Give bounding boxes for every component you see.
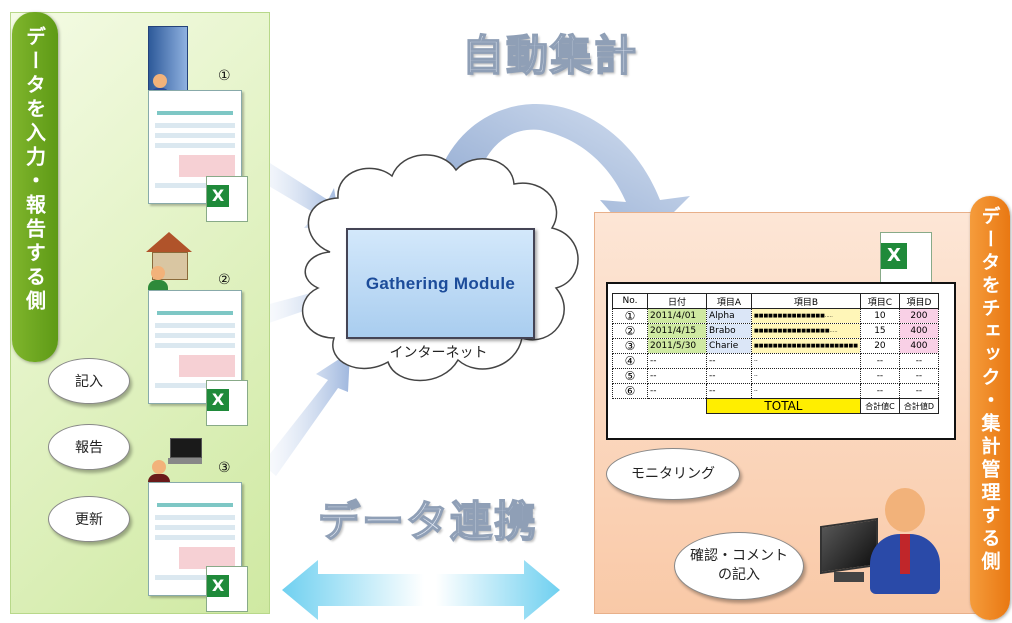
cell-no: ③ xyxy=(612,338,648,354)
confirm-comment-bubble: 確認・コメント の記入 xyxy=(674,532,804,600)
sum-c: 合計値C xyxy=(859,398,900,414)
data-link-title: データ連携 xyxy=(317,496,539,547)
action-update: 更新 xyxy=(48,496,130,542)
table-row: ④---------- xyxy=(612,353,939,369)
cell-date: 2011/4/15 xyxy=(647,323,707,339)
cell-b: ■■■■■■■■■■■■■■■■..... xyxy=(751,323,861,339)
cell-date: -- xyxy=(647,353,707,369)
cell-b: -- xyxy=(751,353,861,369)
cell-c: -- xyxy=(859,383,900,399)
confirm-line-1: 確認・コメント xyxy=(690,548,788,565)
cell-date: 2011/5/30 xyxy=(647,338,707,354)
header-c: 項目C xyxy=(859,293,900,309)
cell-d: -- xyxy=(898,368,939,384)
header-date: 日付 xyxy=(647,293,707,309)
auto-aggregate-title: 自動集計 xyxy=(461,30,639,81)
header-no: No. xyxy=(612,293,648,309)
internet-label: インターネット xyxy=(389,345,488,361)
cell-c: 10 xyxy=(859,308,900,324)
inbound-arrow-3 xyxy=(262,352,350,476)
cell-a: -- xyxy=(706,353,752,369)
cell-c: 15 xyxy=(859,323,900,339)
link-arrow-right xyxy=(436,560,560,620)
excel-icon: X xyxy=(206,176,248,222)
action-entry: 記入 xyxy=(48,358,130,404)
marker-2: ② xyxy=(218,272,231,288)
auto-aggregate-arrow xyxy=(428,104,690,246)
excel-icon: X xyxy=(206,566,248,612)
cell-c: 20 xyxy=(859,338,900,354)
cell-a: -- xyxy=(706,368,752,384)
cell-no: ② xyxy=(612,323,648,339)
table-row: ⑥---------- xyxy=(612,383,939,399)
cell-a: Brabo xyxy=(706,323,752,339)
action-report: 報告 xyxy=(48,424,130,470)
marker-3: ③ xyxy=(218,460,231,476)
report-form-2 xyxy=(148,290,242,404)
gathering-module-title: Gathering Module xyxy=(365,273,516,293)
cell-c: -- xyxy=(859,368,900,384)
cell-b: ■■■■■■■■■■■■■■■■■■■■■■ xyxy=(751,338,861,354)
total-row: TOTAL 合計値C 合計値D xyxy=(613,398,939,414)
cell-b: -- xyxy=(751,368,861,384)
excel-icon: X xyxy=(206,380,248,426)
cell-date: -- xyxy=(647,368,707,384)
cell-c: -- xyxy=(859,353,900,369)
cell-d: 400 xyxy=(898,323,939,339)
aggregation-side-label: データをチェック・集計管理する側 xyxy=(970,196,1010,620)
link-arrow-left xyxy=(282,560,424,620)
cell-date: 2011/4/01 xyxy=(647,308,707,324)
header-a: 項目A xyxy=(706,293,752,309)
cell-a: Charie xyxy=(706,338,752,354)
confirm-line-2: の記入 xyxy=(718,567,760,583)
table-header-row: No. 日付 項目A 項目B 項目C 項目D xyxy=(612,293,939,309)
gathering-module-box: Gathering Module xyxy=(346,228,535,339)
marker-1: ① xyxy=(218,68,231,84)
total-label: TOTAL xyxy=(706,398,861,414)
cell-a: -- xyxy=(706,383,752,399)
cell-a: Alpha xyxy=(706,308,752,324)
data-entry-side-label: データを入力・報告する側 xyxy=(12,12,58,362)
report-form-3 xyxy=(148,482,242,596)
cell-b: ■■■■■■■■■■■■■■■..... xyxy=(751,308,861,324)
cell-no: ⑥ xyxy=(612,383,648,399)
laptop-icon xyxy=(168,438,202,466)
cell-no: ① xyxy=(612,308,648,324)
excel-icon: X xyxy=(880,232,932,286)
cell-d: -- xyxy=(898,383,939,399)
monitor-icon xyxy=(820,517,890,592)
cell-no: ④ xyxy=(612,353,648,369)
cell-d: -- xyxy=(898,353,939,369)
cell-b: -- xyxy=(751,383,861,399)
table-row: ⑤---------- xyxy=(612,368,939,384)
person-icon xyxy=(870,488,940,598)
monitoring-bubble: モニタリング xyxy=(606,448,740,500)
cell-date: -- xyxy=(647,383,707,399)
cell-d: 400 xyxy=(898,338,939,354)
cell-d: 200 xyxy=(898,308,939,324)
sum-d: 合計値D xyxy=(898,398,939,414)
header-b: 項目B xyxy=(751,293,861,309)
header-d: 項目D xyxy=(898,293,939,309)
cell-no: ⑤ xyxy=(612,368,648,384)
